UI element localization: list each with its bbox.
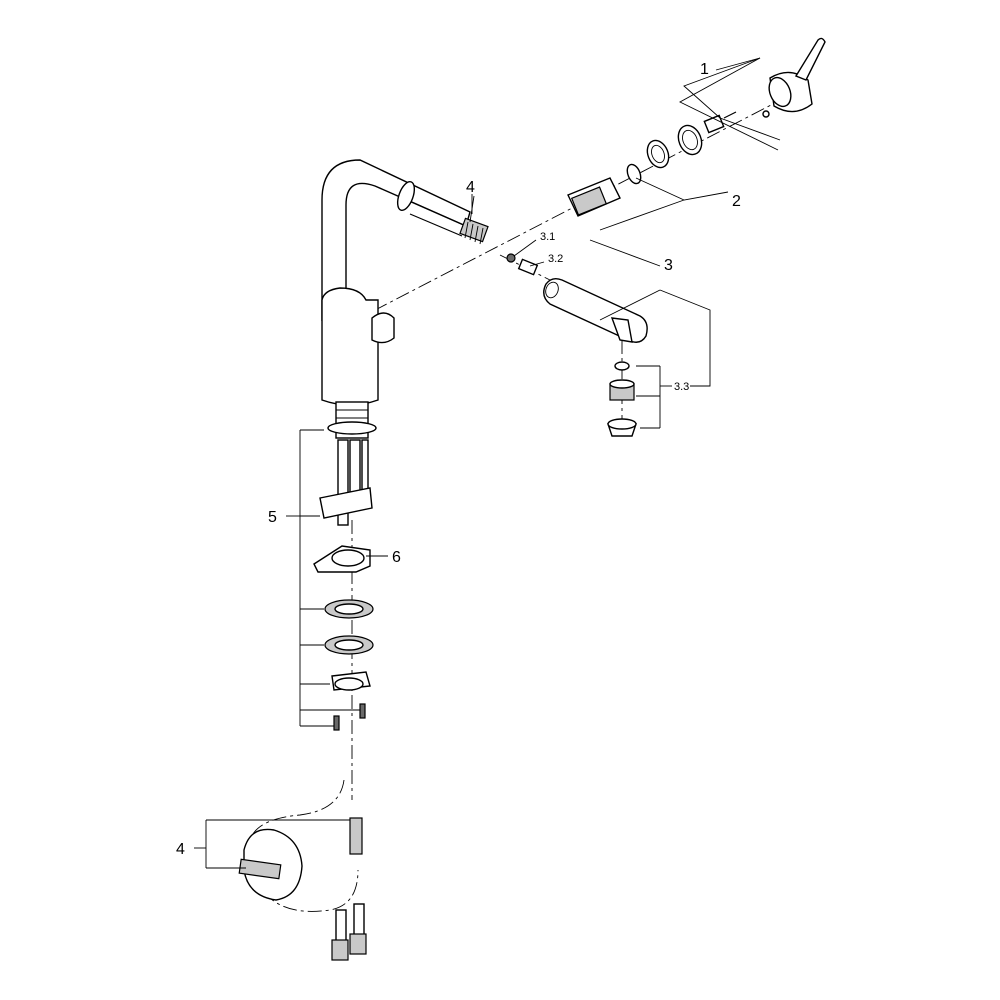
leader-lines xyxy=(194,57,781,869)
pullout-hose-connector xyxy=(459,195,489,245)
spout-assembly xyxy=(506,253,648,343)
callout-1: 1 xyxy=(700,61,709,78)
hose-and-weight xyxy=(238,779,367,961)
callout-3: 3 xyxy=(664,257,673,274)
callout-3-2: 3.2 xyxy=(548,253,563,265)
callout-2: 2 xyxy=(732,193,741,210)
callout-3-3: 3.3 xyxy=(674,381,689,393)
callout-5: 5 xyxy=(268,509,277,526)
callout-4-bottom: 4 xyxy=(176,841,185,858)
lever-handle xyxy=(762,37,826,118)
callout-4-top: 4 xyxy=(466,179,475,196)
aerator-assembly xyxy=(607,361,637,437)
callout-6: 6 xyxy=(392,549,401,566)
faucet-body xyxy=(321,159,471,526)
cartridge-assembly xyxy=(567,111,737,217)
callout-3-1: 3.1 xyxy=(540,231,555,243)
mounting-assembly xyxy=(313,487,374,731)
